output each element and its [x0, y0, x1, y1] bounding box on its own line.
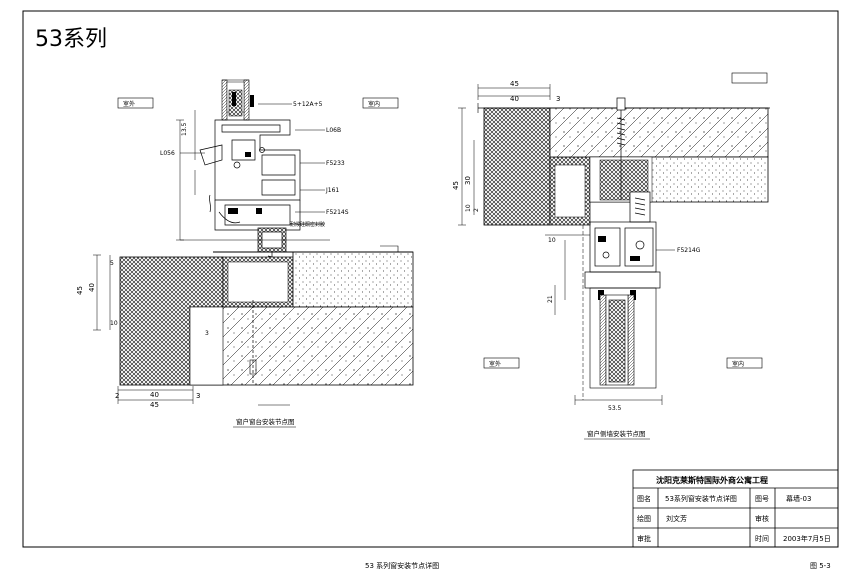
- left-sealant-note: 耐候硅酮密封胶: [290, 221, 325, 228]
- left-floor-screed: [292, 251, 414, 308]
- left-dim-5: 5: [110, 260, 114, 267]
- title-row3-date-value: 2003年7月5日: [783, 534, 831, 543]
- right-detail: 室外 室内: [452, 72, 770, 440]
- right-dim-2: 2: [473, 208, 480, 212]
- left-dimensions: [93, 110, 330, 404]
- right-indoor-label: 室内: [732, 360, 744, 368]
- title-project: 沈阳克莱斯特国际外商公寓工程: [656, 475, 768, 485]
- right-dim-45: 45: [510, 80, 519, 88]
- left-indoor-label: 室内: [368, 100, 380, 108]
- left-part-f5214s: F5214S: [326, 209, 349, 216]
- right-outdoor-label: 室外: [489, 360, 501, 368]
- title-row1-label: 图名: [637, 494, 651, 503]
- right-dim-45b: 45: [452, 181, 460, 190]
- left-part-l06b: L06B: [326, 127, 341, 134]
- title-row1-code-value: 幕墙-03: [786, 494, 811, 503]
- title-row2-check-label: 审核: [755, 514, 769, 523]
- left-concrete-slab: [189, 306, 414, 386]
- title-row1-value: 53系列窗安装节点详图: [665, 494, 737, 503]
- left-detail-caption: 窗户窗台安装节点图: [236, 417, 295, 426]
- left-part-f5233: F5233: [326, 160, 345, 167]
- right-dim-40: 40: [510, 95, 519, 103]
- left-dim-3b: 3: [205, 330, 209, 337]
- left-dim-40: 40: [88, 283, 96, 292]
- left-part-j161: J161: [325, 187, 339, 194]
- right-dim-3: 3: [556, 95, 560, 103]
- left-outdoor-label: 室外: [123, 100, 135, 108]
- right-detail-caption: 窗户侧墙安装节点图: [587, 429, 646, 438]
- footer-right: 图 5-3: [810, 562, 831, 570]
- left-detail: 室外 室内: [76, 79, 414, 428]
- title-row3-label: 审批: [637, 534, 651, 543]
- right-dim-10b: 10: [548, 237, 556, 244]
- left-glass-unit: [221, 79, 250, 121]
- title-row1-code-label: 图号: [755, 495, 769, 503]
- left-dim-45: 45: [76, 286, 84, 295]
- right-dim-21: 21: [547, 295, 554, 303]
- footer-center: 53 系列窗安装节点详图: [365, 561, 439, 570]
- left-part-glass: 5+12A+5: [293, 101, 323, 108]
- left-part-l056: L056: [160, 150, 175, 157]
- right-glass-unit: [589, 287, 657, 389]
- title-row3-date-label: 时间: [755, 534, 769, 543]
- title-row2-value: 刘文芳: [666, 514, 687, 523]
- sheet-frame: [22, 10, 839, 548]
- left-frame-profile: [199, 119, 301, 231]
- right-frame-profile: [584, 221, 661, 289]
- right-part-f5214g: F5214G: [677, 247, 701, 254]
- right-dim-30: 30: [464, 176, 472, 185]
- left-dim-10: 10: [110, 320, 118, 327]
- left-dim-3: 3: [196, 392, 200, 400]
- title-row2-label: 绘图: [637, 514, 651, 523]
- left-dim-45b: 45: [150, 401, 159, 409]
- left-dim-13-5: 13.5: [181, 122, 188, 136]
- title-block: [632, 469, 839, 548]
- right-concrete-slab: [549, 107, 769, 158]
- left-dim-40b: 40: [150, 391, 159, 399]
- right-dim-53-5: 53.5: [608, 405, 622, 412]
- series-title: 53系列: [35, 27, 107, 52]
- right-masonry-wall: [483, 107, 551, 226]
- right-dimensions: [458, 84, 675, 405]
- left-dim-2: 2: [115, 392, 119, 400]
- right-dim-10: 10: [465, 204, 472, 212]
